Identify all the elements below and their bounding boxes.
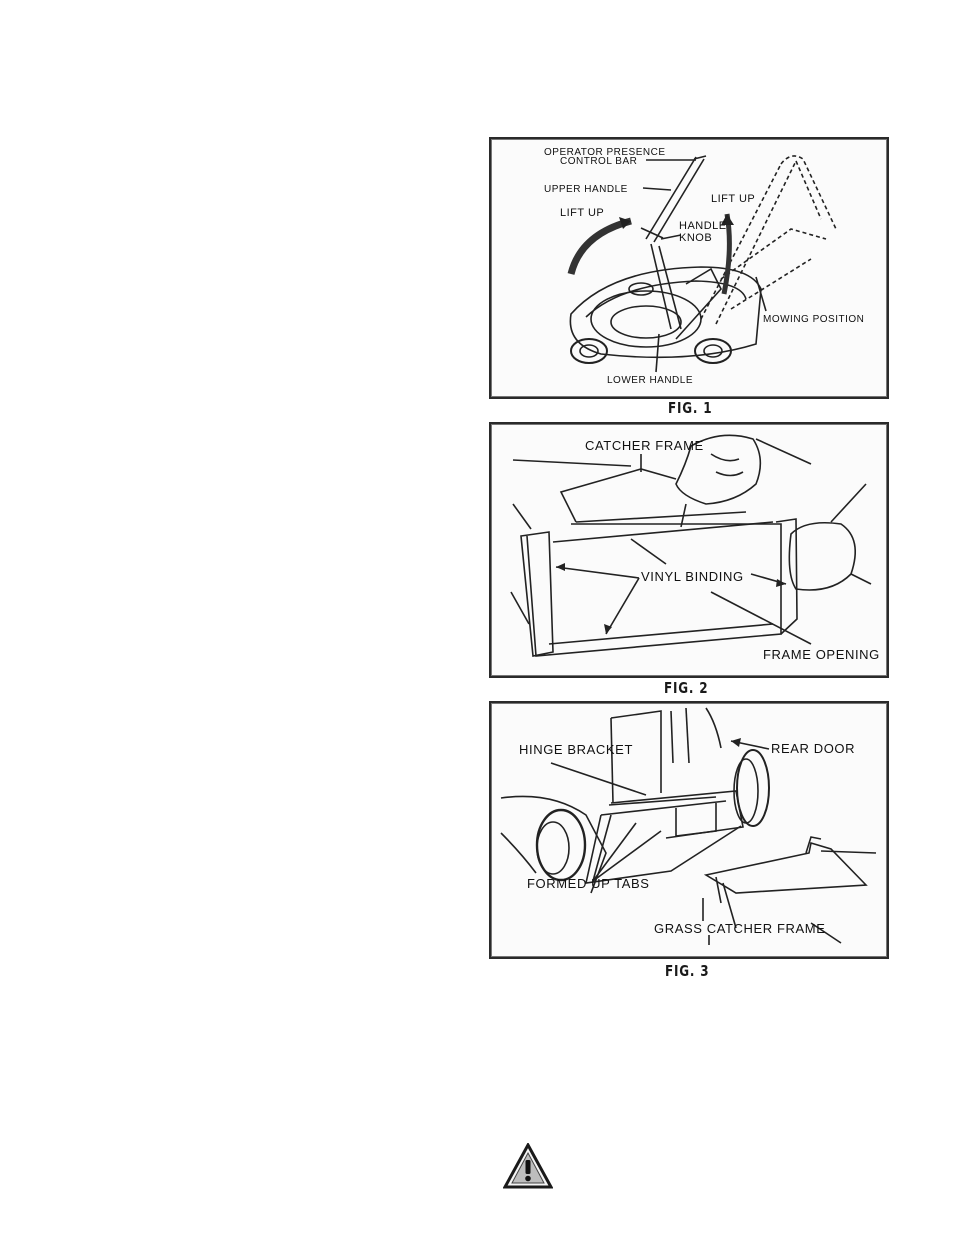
label-lower-handle: LOWER HANDLE <box>607 375 693 386</box>
label-formed-up-tabs: FORMED UP TABS <box>527 877 650 890</box>
figure-3-caption: FIG. 3 <box>665 962 709 980</box>
mower-handle-illustration <box>491 139 887 397</box>
label-catcher-frame: CATCHER FRAME <box>585 439 704 452</box>
label-handle: HANDLE <box>679 221 727 232</box>
label-lift-up-right: LIFT UP <box>711 194 755 205</box>
catcher-frame-illustration <box>491 424 887 676</box>
figure-1-caption: FIG. 1 <box>668 399 712 417</box>
label-upper-handle: UPPER HANDLE <box>544 184 628 195</box>
label-rear-door: REAR DOOR <box>771 742 855 755</box>
label-hinge-bracket: HINGE BRACKET <box>519 743 633 756</box>
figure-1-panel: OPERATOR PRESENCE CONTROL BAR UPPER HAND… <box>489 137 889 399</box>
figure-3-panel: HINGE BRACKET REAR DOOR FORMED UP TABS G… <box>489 701 889 959</box>
warning-triangle-icon <box>503 1143 553 1189</box>
label-vinyl-binding: VINYL BINDING <box>641 570 744 583</box>
figure-2-panel: CATCHER FRAME VINYL BINDING FRAME OPENIN… <box>489 422 889 678</box>
label-mowing-position: MOWING POSITION <box>763 314 864 325</box>
label-lift-up-left: LIFT UP <box>560 208 604 219</box>
label-grass-catcher-frame: GRASS CATCHER FRAME <box>654 922 826 935</box>
figure-2-caption: FIG. 2 <box>664 679 708 697</box>
label-knob: KNOB <box>679 233 712 244</box>
label-frame-opening: FRAME OPENING <box>763 648 880 661</box>
label-control-bar: CONTROL BAR <box>560 156 637 167</box>
